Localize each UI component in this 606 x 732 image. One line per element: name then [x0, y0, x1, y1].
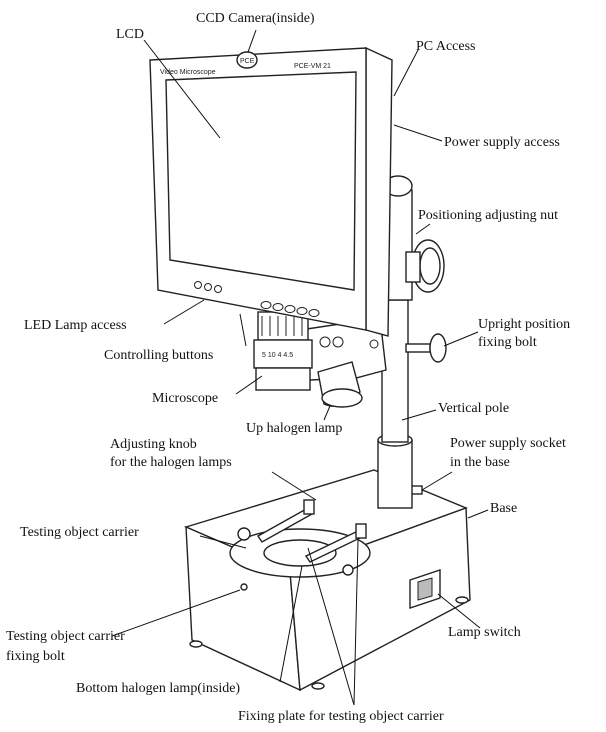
- label-adjusting-knob-line1: Adjusting knob: [110, 437, 197, 452]
- label-up-halogen: Up halogen lamp: [246, 421, 342, 436]
- label-positioning-nut: Positioning adjusting nut: [418, 208, 558, 223]
- label-ccd-camera: CCD Camera(inside): [196, 11, 315, 26]
- device-drawing: 5 10 4 4.5 Video Microscope PCE PCE-VM 2…: [149, 46, 471, 692]
- label-adjusting-knob-line2: for the halogen lamps: [110, 455, 232, 470]
- label-testing-carrier: Testing object carrier: [20, 525, 139, 540]
- lcd-monitor: Video Microscope PCE PCE-VM 21: [149, 46, 393, 337]
- leader-lines: [111, 29, 489, 706]
- up-halogen-lamp: [317, 361, 363, 408]
- label-pc-access: PC Access: [416, 39, 476, 54]
- label-vertical-pole: Vertical pole: [438, 401, 509, 416]
- labels: CCD Camera(inside) LCD PC Access Power s…: [6, 11, 570, 724]
- label-power-supply-access: Power supply access: [444, 135, 560, 150]
- label-lcd: LCD: [116, 27, 144, 42]
- model-name: PCE-VM 21: [294, 63, 331, 70]
- label-bottom-halogen: Bottom halogen lamp(inside): [76, 681, 240, 696]
- screen-brand: Video Microscope: [160, 69, 216, 76]
- label-carrier-bolt-line2: fixing bolt: [6, 649, 65, 664]
- label-lamp-switch: Lamp switch: [448, 625, 521, 640]
- base-block: [183, 469, 471, 692]
- label-controlling-buttons: Controlling buttons: [104, 348, 213, 363]
- lens-markings: 5 10 4 4.5: [262, 352, 293, 359]
- label-base: Base: [490, 501, 517, 516]
- label-microscope: Microscope: [152, 391, 218, 406]
- label-fixing-plate: Fixing plate for testing object carrier: [238, 709, 444, 724]
- logo: PCE: [240, 58, 255, 65]
- label-led-lamp: LED Lamp access: [24, 318, 127, 333]
- label-power-socket-line1: Power supply socket: [450, 436, 566, 451]
- label-power-socket-line2: in the base: [450, 455, 510, 470]
- label-upright-bolt-line1: Upright position: [478, 317, 570, 332]
- label-upright-bolt-line2: fixing bolt: [478, 335, 537, 350]
- label-carrier-bolt-line1: Testing object carrier: [6, 629, 125, 644]
- microscope-lens: 5 10 4 4.5: [253, 311, 313, 391]
